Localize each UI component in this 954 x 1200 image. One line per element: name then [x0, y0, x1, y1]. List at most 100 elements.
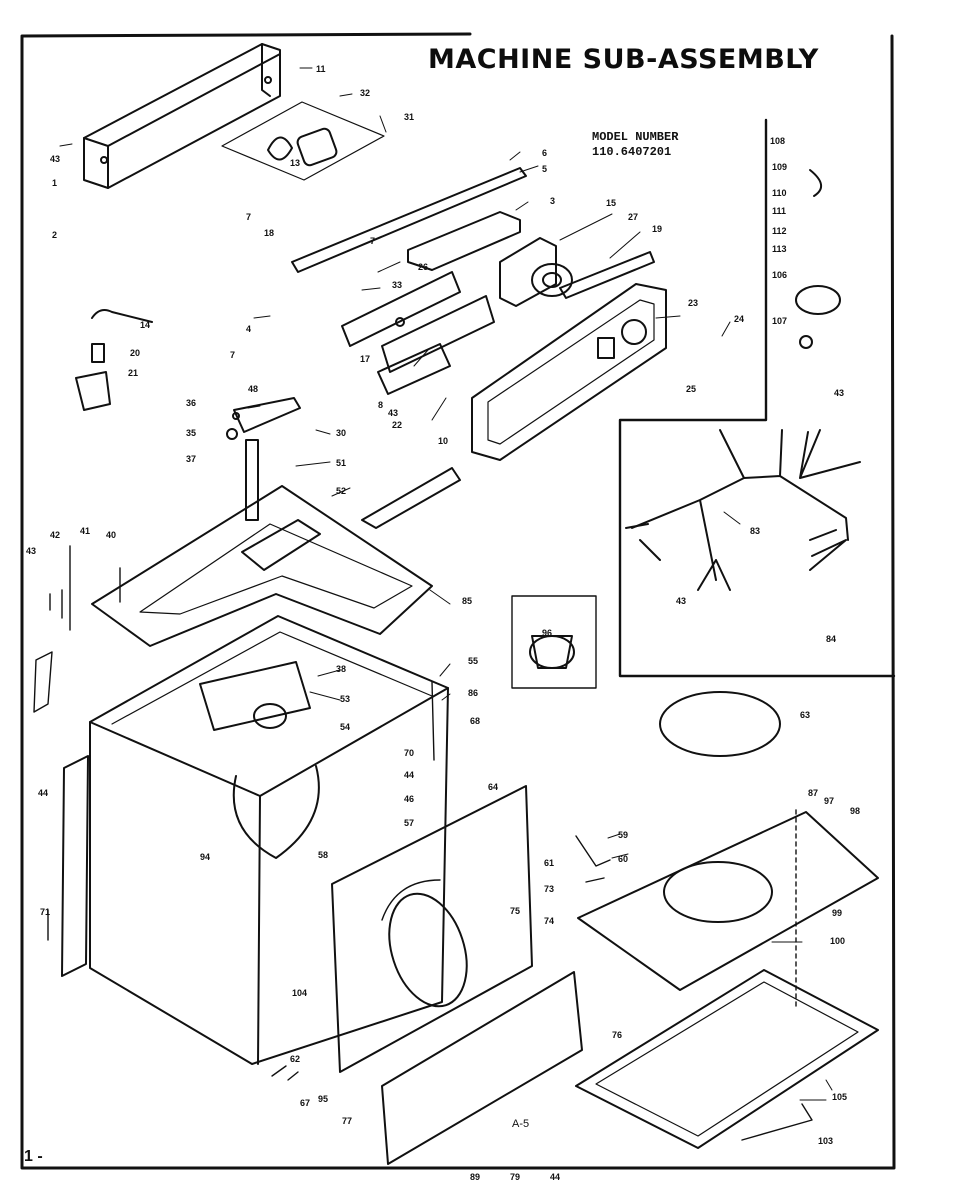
- callout-100: 100: [830, 936, 845, 946]
- callout-61: 61: [544, 858, 554, 868]
- callout-104: 104: [292, 988, 307, 998]
- callout-109: 109: [772, 162, 787, 172]
- callout-75: 75: [510, 906, 520, 916]
- callout-113: 113: [772, 244, 787, 254]
- hose-clamp: [361, 467, 461, 529]
- callout-43: 43: [388, 408, 398, 418]
- top-bracket: [83, 43, 281, 189]
- callout-73: 73: [544, 884, 554, 894]
- callout-36: 36: [186, 398, 196, 408]
- callout-60: 60: [618, 854, 628, 864]
- callout-94: 94: [200, 852, 210, 862]
- kick-panel: [381, 971, 583, 1165]
- callout-53: 53: [340, 694, 350, 704]
- callout-98: 98: [850, 806, 860, 816]
- callout-95: 95: [318, 1094, 328, 1104]
- callout-43: 43: [50, 154, 60, 164]
- pump-inset: [511, 595, 597, 689]
- callout-43: 43: [26, 546, 36, 556]
- drive-belt: [659, 691, 781, 757]
- callout-2: 2: [52, 230, 57, 240]
- page-border: [20, 32, 896, 1170]
- callout-52: 52: [336, 486, 346, 496]
- callout-38: 38: [336, 664, 346, 674]
- callout-42: 42: [50, 530, 60, 540]
- callout-27: 27: [628, 212, 638, 222]
- callout-103: 103: [818, 1136, 833, 1146]
- page-number: A-5: [512, 1118, 530, 1130]
- callout-6: 6: [542, 148, 547, 158]
- callout-48: 48: [248, 384, 258, 394]
- callout-44: 44: [550, 1172, 560, 1182]
- rail-19: [559, 251, 655, 299]
- wiring-harness-inset: [618, 118, 896, 678]
- callout-59: 59: [618, 830, 628, 840]
- control-panel: [471, 283, 667, 461]
- top-plate: [91, 485, 433, 647]
- callout-110: 110: [772, 188, 787, 198]
- switch-panel: [341, 271, 495, 395]
- model-number-block: MODEL NUMBER 110.6407201: [592, 130, 678, 160]
- callout-112: 112: [772, 226, 787, 236]
- callout-62: 62: [290, 1054, 300, 1064]
- top-lid: [577, 811, 879, 991]
- callout-4: 4: [246, 324, 251, 334]
- callout-30: 30: [336, 428, 346, 438]
- callout-8: 8: [378, 400, 383, 410]
- callout-26: 26: [418, 262, 428, 272]
- callout-5: 5: [542, 164, 547, 174]
- callout-44: 44: [38, 788, 48, 798]
- callout-14: 14: [140, 320, 150, 330]
- callout-31: 31: [404, 112, 414, 122]
- callout-85: 85: [462, 596, 472, 606]
- callout-107: 107: [772, 316, 787, 326]
- callout-25: 25: [686, 384, 696, 394]
- lid-frame: [575, 969, 879, 1149]
- callout-13: 13: [290, 158, 300, 168]
- callout-77: 77: [342, 1116, 352, 1126]
- callout-55: 55: [468, 656, 478, 666]
- callout-17: 17: [360, 354, 370, 364]
- callout-70: 70: [404, 748, 414, 758]
- model-label: MODEL NUMBER: [592, 130, 679, 144]
- callout-64: 64: [488, 782, 498, 792]
- model-value: 110.6407201: [592, 145, 672, 159]
- callout-96: 96: [542, 628, 552, 638]
- callout-108: 108: [770, 136, 785, 146]
- leader-lines: [59, 67, 833, 1101]
- callout-79: 79: [510, 1172, 520, 1182]
- callout-7: 7: [246, 212, 251, 222]
- callout-67: 67: [300, 1098, 310, 1108]
- callout-41: 41: [80, 526, 90, 536]
- callout-32: 32: [360, 88, 370, 98]
- callout-87: 87: [808, 788, 818, 798]
- callout-1: 1: [52, 178, 57, 188]
- callout-89: 89: [470, 1172, 480, 1182]
- callout-21: 21: [128, 368, 138, 378]
- timer-bracket-group: [221, 101, 385, 181]
- callout-63: 63: [800, 710, 810, 720]
- callout-54: 54: [340, 722, 350, 732]
- rod: [291, 167, 527, 273]
- callout-43: 43: [834, 388, 844, 398]
- callout-11: 11: [316, 64, 326, 74]
- page-title: MACHINE SUB-ASSEMBLY: [428, 44, 819, 75]
- callout-74: 74: [544, 916, 554, 926]
- callout-7: 7: [370, 236, 375, 246]
- small-parts-left: [75, 309, 153, 411]
- callout-86: 86: [468, 688, 478, 698]
- callout-111: 111: [772, 206, 786, 216]
- callout-33: 33: [392, 280, 402, 290]
- lid-switch: [226, 397, 301, 521]
- callout-46: 46: [404, 794, 414, 804]
- callout-18: 18: [264, 228, 274, 238]
- hose-parts: [795, 169, 841, 349]
- callout-40: 40: [106, 530, 116, 540]
- callout-84: 84: [826, 634, 836, 644]
- callout-76: 76: [612, 1030, 622, 1040]
- callout-24: 24: [734, 314, 744, 324]
- callout-3: 3: [550, 196, 555, 206]
- callout-57: 57: [404, 818, 414, 828]
